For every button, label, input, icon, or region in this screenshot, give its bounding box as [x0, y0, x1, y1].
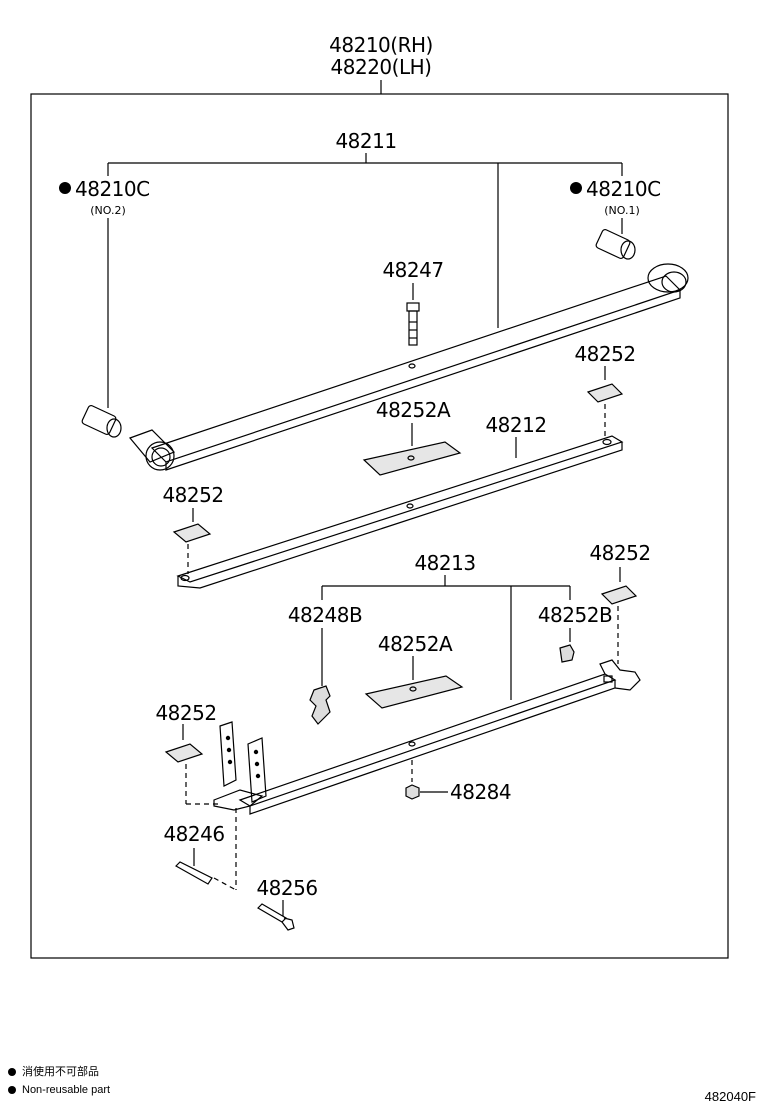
bolt-48256: [257, 903, 295, 931]
label-48252A-lower: 48252A: [378, 632, 453, 656]
non-reusable-marker: [59, 182, 71, 194]
main-leaf-48211: [128, 263, 689, 471]
pad-48252A-upper: [362, 441, 462, 476]
bullet-icon: [8, 1086, 16, 1095]
label-48246: 48246: [163, 822, 224, 846]
diagram-frame: [30, 93, 729, 959]
label-48248B: 48248B: [288, 603, 362, 627]
note-no1: (NO.1): [604, 204, 640, 217]
pad-48252-left: [172, 523, 212, 543]
label-48212: 48212: [485, 413, 546, 437]
legend-text-en: Non-reusable part: [22, 1084, 111, 1096]
legend-text-ja: 消使用不可部品: [22, 1066, 99, 1078]
clip-48248B: [309, 685, 331, 725]
non-reusable-marker: [570, 182, 582, 194]
label-48213: 48213: [414, 551, 475, 575]
clip-48252B: [559, 644, 575, 663]
label-48252-upper-right: 48252: [574, 342, 635, 366]
label-48210C-no1: 48210C: [586, 177, 661, 201]
leaf-48213: [213, 659, 641, 815]
pin-48246: [175, 861, 213, 885]
assembly-label-rh: 48210(RH): [329, 33, 433, 57]
label-48210C-no2: 48210C: [75, 177, 150, 201]
label-48252-lower-left: 48252: [155, 701, 216, 725]
bushing-no1: [595, 228, 636, 260]
pad-48252-lower-left: [164, 743, 204, 763]
bushing-no2: [81, 404, 122, 438]
label-48252-left: 48252: [162, 483, 223, 507]
label-48284: 48284: [450, 780, 511, 804]
center-bolt-48247: [406, 302, 420, 346]
label-48252A-upper: 48252A: [376, 398, 451, 422]
label-48252-lower-right: 48252: [589, 541, 650, 565]
pad-48252-lower-right: [600, 585, 638, 605]
label-48247: 48247: [382, 258, 443, 282]
pad-48252-upper-right: [586, 383, 624, 403]
figure-code: 482040F: [704, 1089, 756, 1104]
assembly-label-lh: 48220(LH): [331, 55, 432, 79]
legend-line-1: 消使用不可部品: [8, 1066, 99, 1079]
leaf-48212: [176, 435, 624, 589]
label-48252B: 48252B: [538, 603, 612, 627]
legend-line-2: Non-reusable part: [8, 1084, 110, 1097]
label-48211: 48211: [335, 129, 396, 153]
note-no2: (NO.2): [90, 204, 126, 217]
label-48256: 48256: [256, 876, 317, 900]
pad-48252A-lower: [364, 675, 464, 709]
nut-48284: [405, 784, 420, 800]
bullet-icon: [8, 1068, 16, 1077]
